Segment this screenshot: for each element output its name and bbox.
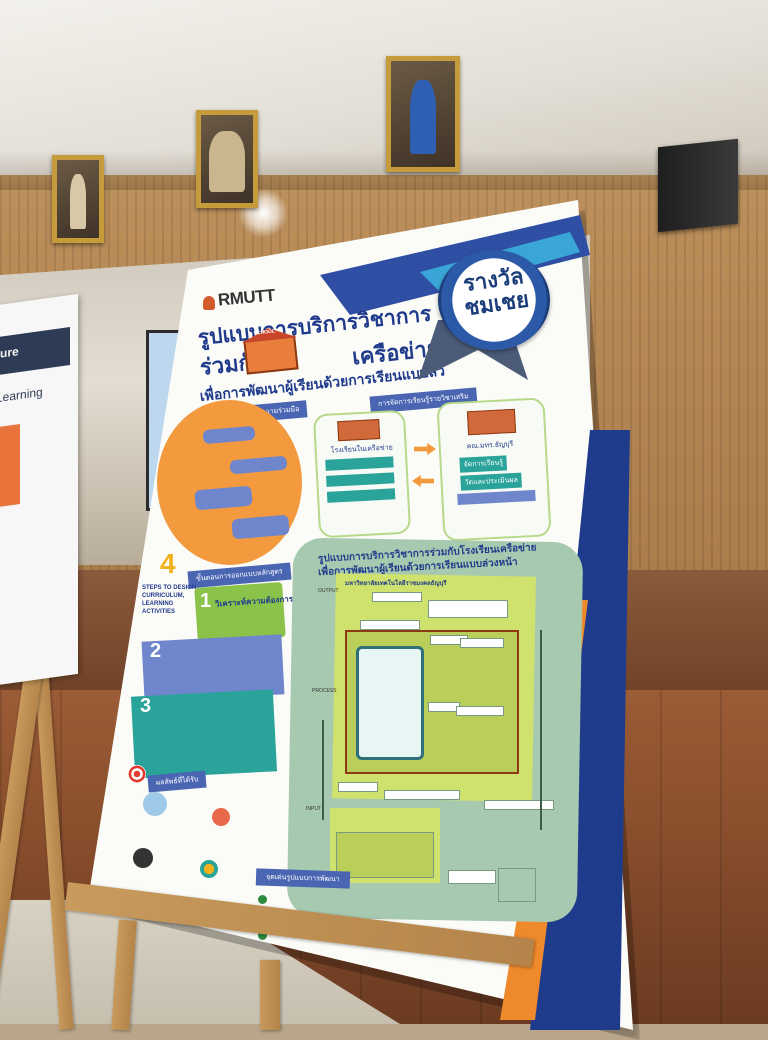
teacher-icon — [212, 808, 230, 826]
ceiling — [0, 0, 768, 175]
process-node — [448, 870, 496, 884]
portrait-frame-right — [386, 56, 460, 172]
portrait-frame-left — [52, 155, 104, 243]
mobile-device-icon — [356, 646, 424, 760]
process-node — [460, 638, 504, 648]
students-icon — [143, 792, 167, 816]
step3-number: 3 — [140, 695, 152, 717]
process-node — [456, 706, 504, 716]
step1-number: 1 — [200, 590, 212, 612]
left-poster-subtitle: Learning — [0, 384, 43, 406]
school-sign: SCHOOL — [253, 328, 276, 337]
step2-number: 2 — [150, 640, 162, 662]
card-item — [457, 489, 536, 505]
flow-label-input: INPUT — [306, 806, 321, 812]
process-node — [360, 620, 420, 630]
portrait-figure — [69, 174, 87, 229]
university-logo-icon — [203, 296, 215, 310]
card-network-school: โรงเรียนในเครือข่าย — [312, 409, 412, 539]
step3-box — [130, 689, 278, 779]
flow-label-output: OUTPUT — [318, 588, 339, 594]
flow-connector — [540, 630, 542, 830]
check-icon — [258, 895, 267, 904]
section-label-highlights: จุดเด่นรูปแบบการพัฒนา — [255, 868, 350, 889]
graduate-icon — [133, 848, 153, 868]
process-node — [484, 800, 554, 810]
school-card-building-icon — [337, 419, 381, 442]
steps-caption: STEPS TO DESIGN CURRICULUM, LEARNING ACT… — [142, 585, 197, 615]
process-node — [498, 868, 536, 902]
wall-speaker — [658, 138, 738, 233]
process-node — [384, 790, 460, 800]
card-university: คณ.มทร.ธัญบุรี จัดการเรียนรู้ วัดและประเ… — [436, 397, 552, 542]
process-node — [338, 782, 378, 792]
network-icon — [200, 860, 218, 878]
flow-label-process: PROCESS — [312, 688, 337, 694]
front-easel-leg — [260, 960, 280, 1030]
card-item — [326, 472, 395, 487]
check-icon — [258, 931, 267, 940]
card-item — [326, 488, 396, 503]
left-poster-orange-block — [0, 423, 20, 509]
portrait-figure — [410, 80, 436, 155]
network-cycle-circle — [157, 400, 302, 565]
steps-number: 4 — [160, 548, 176, 579]
award-badge-icon — [438, 250, 550, 350]
process-node — [372, 592, 422, 602]
card-university-item-2: วัดและประเมินผล — [460, 472, 523, 491]
process-university-label: มหาวิทยาลัยเทคโนโลยีราชมงคลธัญบุรี — [345, 581, 447, 587]
card-university-item-1: จัดการเรียนรู้ — [459, 455, 508, 473]
ceiling-edge-shadow — [0, 150, 768, 190]
portrait-frame-middle — [196, 110, 258, 208]
target-icon — [128, 765, 146, 783]
school-building-icon: SCHOOL — [243, 328, 299, 375]
process-node — [336, 832, 434, 878]
portrait-figure — [208, 130, 246, 193]
card-item — [325, 456, 394, 471]
card-university-title: คณ.มทร.ธัญบุรี — [466, 440, 514, 451]
flow-connector — [322, 720, 324, 820]
university-building-icon — [466, 408, 517, 436]
left-partial-poster: ture Learning — [0, 293, 78, 687]
process-node — [428, 600, 508, 618]
